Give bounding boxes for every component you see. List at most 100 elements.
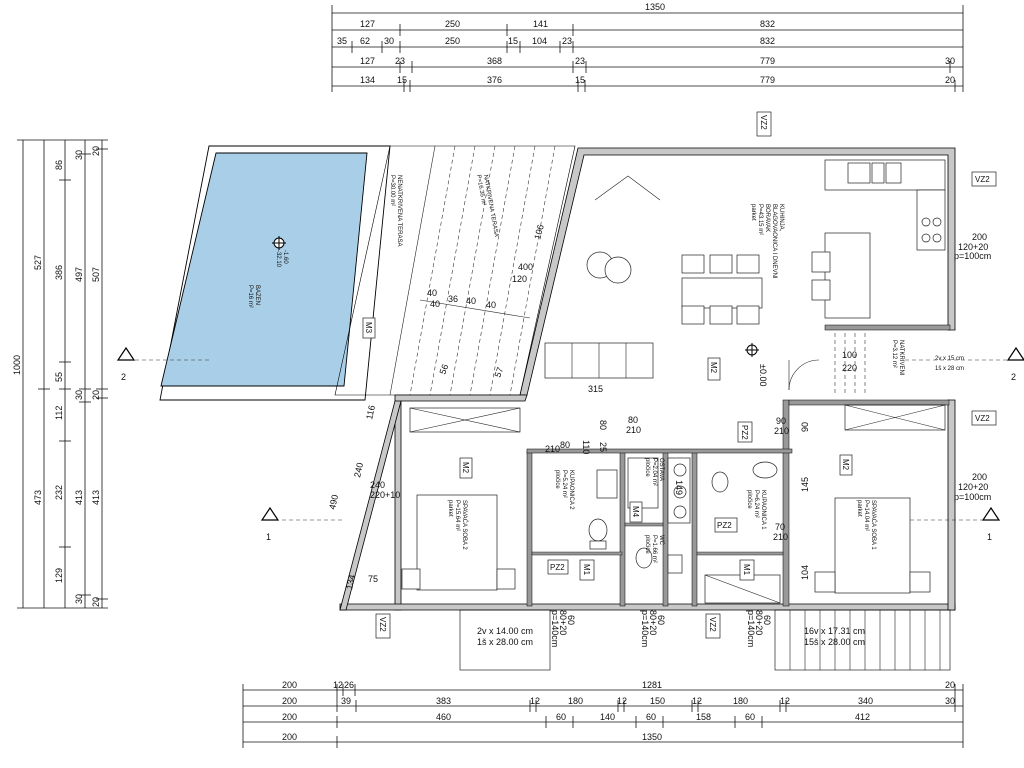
dim-106: 106 (532, 223, 546, 240)
covered-terrace-right: 100 220 NATKRIVENI P=3.12 m² 2v x 15 cm … (834, 333, 1020, 395)
tag-pz2-c: PZ2 (740, 425, 749, 440)
left-dim: 497 (74, 267, 84, 282)
left-dim: 129 (54, 568, 64, 583)
tag-m2: M2 (709, 362, 718, 374)
tag-pz2-a: PZ2 (550, 563, 565, 572)
top-dim: 35 (337, 36, 347, 46)
bottom-dim: 140 (600, 712, 615, 722)
win-120-a: 120+20 (958, 242, 988, 252)
dim-25: 25 (598, 442, 608, 452)
top-dim: 30 (945, 56, 955, 66)
bottom-dim: 158 (696, 712, 711, 722)
d80-20-c: 80+20 (754, 610, 764, 635)
bottom-dim: 340 (858, 696, 873, 706)
dim-80-b: 80 (628, 415, 638, 425)
top-dim: 368 (487, 56, 502, 66)
section-markers: 2 2 1 1 (116, 346, 1024, 542)
dim-56: 56 (437, 363, 450, 376)
bottom-dim: 60 (556, 712, 566, 722)
dim-40: 40 (430, 299, 440, 309)
building-walls (339, 147, 956, 611)
bottom-dim: 20 (945, 680, 955, 690)
dim-240b: 240 (370, 480, 385, 490)
right-window-notes: 200 120+20 p=100cm 200 120+20 p=100cm VZ… (756, 111, 997, 502)
dim-36: 36 (448, 294, 458, 304)
top-dim: 134 (360, 75, 375, 85)
win-200-a: 200 (972, 232, 987, 242)
dim-80-c: 80 (598, 420, 608, 430)
top-dim-total: 1350 (645, 2, 665, 12)
tag-m1-a: M1 (582, 564, 591, 576)
stairs-bottom-b: 1š x 28.00 cm (477, 637, 533, 647)
left-dim: 473 (33, 490, 43, 505)
top-dim: 23 (562, 36, 572, 46)
dim-490: 490 (327, 494, 340, 511)
door-100: 100 (842, 350, 857, 360)
top-dim: 15 (575, 75, 585, 85)
left-dim: 112 (54, 406, 64, 420)
top-dimension-chains: 1350 127 250 141 832 35 62 30 250 15 104… (331, 2, 964, 92)
left-dim: 55 (54, 372, 64, 382)
bottom-dim: 412 (855, 712, 870, 722)
dim-149: 149 (674, 480, 684, 495)
left-dim: 20 (91, 597, 101, 607)
d60-b: 60 (656, 615, 666, 625)
tag-m2-bed2: M2 (461, 462, 470, 474)
open-terrace-area: P=30.00 m² (389, 175, 395, 206)
tag-vz2-right-top: VZ2 (975, 175, 990, 184)
wc-name: WC (658, 535, 664, 546)
bottom-dim: 150 (650, 696, 665, 706)
tag-m1-b: M1 (742, 564, 751, 576)
top-dim: 127 (360, 56, 375, 66)
stairs-right-a: 2v x 15 cm (935, 356, 964, 362)
bottom-dim: 30 (945, 696, 955, 706)
tag-vz2-right-mid: VZ2 (975, 414, 990, 423)
dim-40: 40 (486, 300, 496, 310)
top-dim: 832 (760, 36, 775, 46)
wc-floor: pločice (644, 535, 650, 554)
storage-floor: pločice (644, 458, 650, 477)
kitchen-area: P=43.15 m² (757, 204, 763, 235)
bottom-dim: 12 (617, 696, 627, 706)
dim-57: 57 (492, 366, 505, 379)
stairs-bottom-a: 2v x 14.00 cm (477, 626, 533, 636)
bottom-dim: 12 (692, 696, 702, 706)
left-dim: 386 (54, 265, 64, 280)
left-dim: 232 (54, 485, 64, 500)
top-dim: 30 (384, 36, 394, 46)
terraces: NENATKRIVENA TERASA P=30.00 m² NATKRIVEN… (334, 145, 576, 396)
bedroom1-floor: parket (856, 500, 862, 517)
d140-b: p=140cm (640, 610, 650, 647)
top-dim: 15 (508, 36, 518, 46)
covered-terrace-area: P=16.35 m² (475, 174, 486, 206)
bottom-stairs: 2v x 14.00 cm 1š x 28.00 cm 16v x 17.31 … (375, 609, 951, 671)
top-dim: 832 (760, 19, 775, 29)
dim-80-a: 80 (560, 440, 570, 450)
covered-right-name: NATKRIVENI (898, 340, 904, 376)
stairs-bottom-right-a: 16v x 17.31 cm (804, 626, 865, 636)
left-dim: 30 (74, 594, 84, 604)
covered-terrace-name: NATKRIVENA TERASA (482, 174, 499, 237)
storage-area: P=2.04 m² (651, 458, 657, 486)
bottom-dim-total: 1350 (642, 732, 662, 742)
bedroom2-area: P=15.64 m² (454, 500, 460, 531)
kitchen-living-room: 315 KUHINJA, BLAGOVAONICA I DNEVNI BORAV… (544, 159, 946, 394)
bottom-dim: 26 (344, 680, 354, 690)
win-p-a: p=100cm (954, 251, 991, 261)
left-dim: 20 (91, 146, 101, 156)
section-1-left: 1 (266, 532, 271, 542)
top-dim: 250 (445, 36, 460, 46)
dim-40: 40 (466, 296, 476, 306)
left-dim: 527 (33, 255, 43, 270)
dim-134: 134 (344, 574, 357, 591)
bathroom1-name: KUPAONICA 1 (760, 490, 766, 530)
bottom-dim: 39 (341, 696, 351, 706)
kitchen-line1: KUHINJA, (778, 204, 784, 232)
section-2-left: 2 (121, 372, 126, 382)
pool-level-1: -1.60 (282, 250, 288, 264)
dim-240: 240 (352, 462, 365, 479)
win-120-b: 120+20 (958, 482, 988, 492)
kitchen-line2: BLAGOVAONICA I DNEVNI (771, 204, 777, 279)
d140-c: p=140cm (746, 610, 756, 647)
